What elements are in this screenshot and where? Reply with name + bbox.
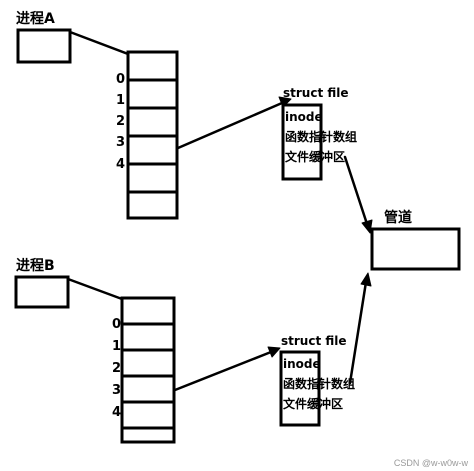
struct-file-a-field-inode: inode — [285, 110, 323, 124]
arrow-shaft — [348, 280, 368, 385]
arrow-b-fd3-to-file — [173, 346, 281, 392]
arrow-shaft — [343, 155, 369, 226]
fd-cell — [126, 134, 179, 166]
arrow-file-b-to-pipe — [348, 272, 372, 385]
struct-file-a-title: struct file — [283, 86, 349, 100]
fd-index: 0 — [116, 72, 125, 87]
process-a-fd-table — [126, 50, 179, 220]
process-a-pcb-box — [16, 28, 72, 64]
fd-cell — [120, 400, 176, 430]
struct-file-b-field-inode: inode — [283, 357, 321, 371]
struct-file-b-field-fops: 函数指针数组 — [283, 376, 355, 391]
fd-cell — [126, 190, 179, 220]
fd-cell — [120, 426, 176, 444]
process-a-to-fd-table-line — [68, 30, 130, 56]
fd-cell — [126, 106, 179, 138]
fd-cell — [120, 296, 176, 326]
struct-file-a-box — [281, 103, 323, 181]
arrow-file-a-to-pipe — [343, 155, 373, 234]
fd-cell — [126, 162, 179, 194]
struct-file-a-field-fops: 函数指针数组 — [285, 129, 357, 144]
fd-index: 0 — [112, 317, 121, 332]
fd-cell — [120, 374, 176, 404]
fd-index: 3 — [112, 383, 121, 398]
struct-file-b: struct file inode 函数指针数组 文件缓冲区 — [279, 334, 355, 427]
fd-index: 3 — [116, 135, 125, 150]
process-a-label: 进程A — [16, 11, 55, 27]
process-a-fd-indices: 0 1 2 3 4 — [116, 72, 125, 172]
struct-file-a: struct file inode 函数指针数组 文件缓冲区 — [281, 86, 357, 181]
watermark: CSDN @w-w0w-w — [394, 458, 469, 468]
fd-cell — [120, 322, 176, 352]
process-a: 进程A 0 1 2 3 4 — [16, 11, 179, 220]
fd-cell — [126, 78, 179, 110]
struct-file-b-field-buffer: 文件缓冲区 — [283, 396, 343, 411]
fd-index: 2 — [116, 114, 125, 129]
arrow-shaft — [176, 101, 284, 150]
pipe-box — [370, 227, 461, 271]
fd-index: 1 — [112, 339, 121, 354]
process-b-pcb-box — [14, 275, 70, 309]
fd-index: 2 — [112, 361, 121, 376]
fd-cell — [126, 50, 179, 82]
arrow-a-fd3-to-file — [176, 96, 292, 150]
arrow-shaft — [173, 350, 273, 392]
struct-file-b-title: struct file — [281, 334, 347, 348]
arrow-head — [360, 272, 372, 287]
fd-index: 4 — [112, 405, 121, 420]
process-b-to-fd-table-line — [66, 277, 124, 301]
struct-file-a-field-buffer: 文件缓冲区 — [285, 149, 345, 164]
process-b-fd-table — [120, 296, 176, 444]
struct-file-b-box — [279, 350, 321, 427]
pipe-label: 管道 — [384, 209, 412, 226]
arrow-head — [361, 219, 373, 234]
process-b: 进程B 0 1 2 3 4 — [14, 258, 176, 444]
fd-index: 4 — [116, 157, 125, 172]
pipe: 管道 — [370, 209, 461, 271]
arrow-head — [267, 346, 281, 358]
process-b-fd-indices: 0 1 2 3 4 — [112, 317, 121, 420]
fd-index: 1 — [116, 93, 125, 108]
process-b-label: 进程B — [16, 258, 55, 274]
fd-cell — [120, 348, 176, 378]
